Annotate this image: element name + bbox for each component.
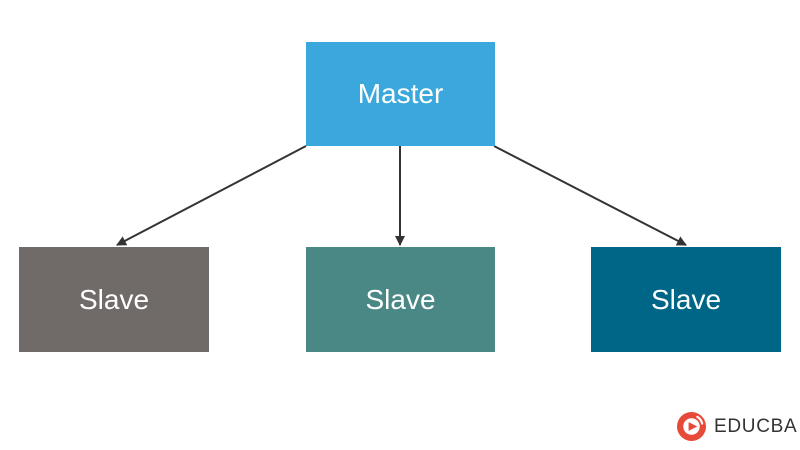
connector-master-to-slave-3 — [493, 145, 687, 246]
connector-master-to-slave-1 — [116, 145, 307, 246]
master-node: Master — [306, 42, 495, 146]
slave-node-2-label: Slave — [365, 283, 436, 315]
educba-logo: EDUCBA — [676, 410, 797, 442]
brand-name: EDUCBA — [714, 415, 798, 437]
educba-logo-icon — [676, 411, 707, 441]
master-node-label: Master — [357, 78, 444, 109]
slave-node-2: Slave — [306, 247, 495, 352]
slave-node-3: Slave — [591, 247, 781, 352]
slave-node-1-label: Slave — [78, 283, 150, 315]
slave-node-3-label: Slave — [650, 283, 722, 315]
slave-node-1: Slave — [19, 247, 209, 352]
